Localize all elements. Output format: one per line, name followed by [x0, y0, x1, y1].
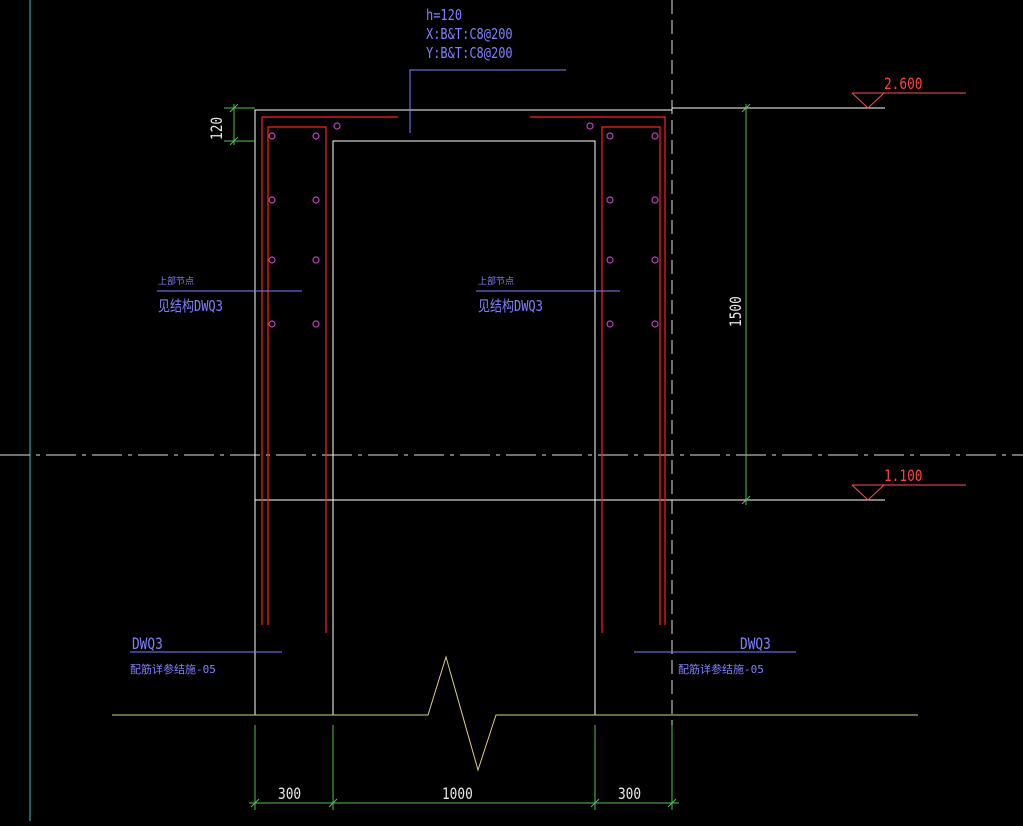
rebar-dots — [268, 122, 659, 328]
slab-x-rebar-label: X:B&T:C8@200 — [426, 26, 513, 44]
slab-thickness-label: h=120 — [426, 7, 462, 25]
elevation-triangle-bottom — [851, 484, 885, 501]
outer-outline — [254, 109, 672, 715]
dim-left-wall-label: 300 — [278, 786, 301, 804]
slab-y-rebar-label: Y:B&T:C8@200 — [426, 45, 513, 63]
ground-break-line — [112, 655, 918, 772]
right-inner-label-line2: 见结构DWQ3 — [478, 298, 543, 316]
rebar-right-inner — [601, 126, 661, 633]
dim-right-wall-label: 300 — [618, 786, 641, 804]
left-inner-label-line2: 见结构DWQ3 — [158, 298, 223, 316]
left-bottom-label-line1: DWQ3 — [132, 636, 163, 654]
right-bottom-label-line1: DWQ3 — [740, 636, 771, 654]
dim-slab-thickness — [224, 103, 255, 146]
dim-height-label: 1500 — [728, 296, 746, 327]
elevation-bottom-label: 1.100 — [884, 468, 922, 486]
elevation-triangle-top — [851, 92, 885, 109]
rebar-right-outer — [530, 116, 666, 625]
dim-opening-label: 1000 — [442, 786, 473, 804]
opening-outline — [332, 140, 596, 715]
dim-height — [741, 103, 751, 505]
dim-bottom-chain — [249, 725, 679, 810]
right-bottom-label-line2: 配筋详参结施-05 — [678, 662, 764, 676]
right-inner-label-line1: 上部节点 — [478, 275, 514, 287]
dim-slab-thickness-label: 120 — [209, 117, 227, 140]
left-bottom-label-line2: 配筋详参结施-05 — [130, 662, 216, 676]
slab-leader — [409, 69, 566, 133]
rebar-left-inner — [267, 126, 327, 633]
elevation-top-label: 2.600 — [884, 76, 922, 94]
left-inner-label-line1: 上部节点 — [158, 275, 194, 287]
rebar-left-outer — [261, 116, 398, 625]
